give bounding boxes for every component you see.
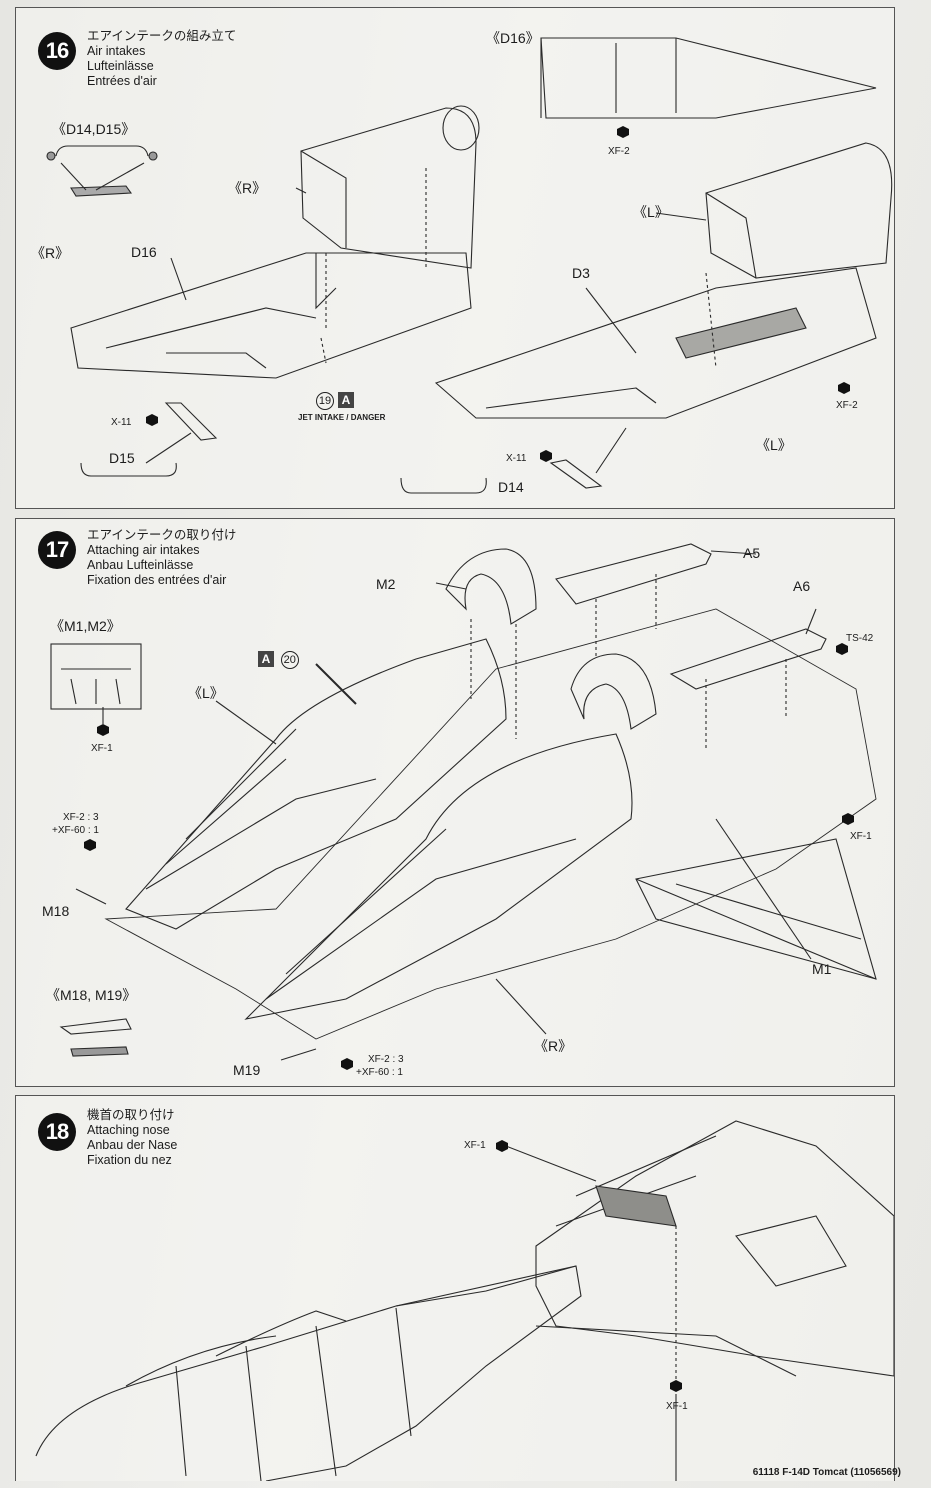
label-m1-m2: 《M1,M2》 <box>50 618 121 634</box>
step-16-panel: 16 エアインテークの組み立て Air intakes Lufteinlässe… <box>15 7 895 509</box>
step-16-number: 16 <box>38 32 76 70</box>
paint-marker-icon <box>836 643 848 655</box>
label-mix-a1: XF-2 : 3 <box>63 812 99 823</box>
step-17-number: 17 <box>38 531 76 569</box>
label-xf1-b: XF-1 <box>850 831 872 842</box>
label-d15: D15 <box>109 450 135 466</box>
label-mix-b2: +XF-60 : 1 <box>356 1067 403 1078</box>
label-d14-d15: 《D14,D15》 <box>52 121 136 137</box>
label-l: 《L》 <box>188 685 224 701</box>
step-18-panel: 18 機首の取り付け Attaching nose Anbau der Nase… <box>15 1095 895 1481</box>
label-x11-b: X-11 <box>506 453 527 464</box>
paint-marker-icon <box>540 450 552 462</box>
label-xf2-a: XF-2 <box>608 146 630 157</box>
label-x11-a: X-11 <box>111 417 132 428</box>
paint-marker-icon <box>617 126 629 138</box>
step-18-title-fr: Fixation du nez <box>87 1153 172 1167</box>
step-18-title-en: Attaching nose <box>87 1123 170 1137</box>
step-16-title-de: Lufteinlässe <box>87 59 154 73</box>
label-r: 《R》 <box>534 1038 573 1054</box>
label-m18-m19: 《M18, M19》 <box>46 987 137 1003</box>
paint-marker-icon <box>146 414 158 426</box>
label-xf1-bottom: XF-1 <box>666 1401 688 1412</box>
label-d14: D14 <box>498 479 524 495</box>
ref-number-20: 20 <box>280 651 299 669</box>
step-17-title-de: Anbau Lufteinlässe <box>87 558 194 572</box>
label-m1: M1 <box>812 961 832 977</box>
step-17-title-ja: エアインテークの取り付け <box>87 528 237 542</box>
label-mix-a2: +XF-60 : 1 <box>52 825 99 836</box>
paint-marker-icon <box>496 1140 508 1152</box>
label-r-intake: 《R》 <box>228 180 267 196</box>
step-16-drawing <box>46 37 893 494</box>
step-18-drawing <box>35 1120 894 1481</box>
label-m18: M18 <box>42 903 70 919</box>
step-18-title-de: Anbau der Nase <box>87 1138 178 1152</box>
step-16-title-en: Air intakes <box>87 44 146 58</box>
step-16-title-ja: エアインテークの組み立て <box>87 29 237 43</box>
label-d3: D3 <box>572 265 590 281</box>
label-m19: M19 <box>233 1062 261 1078</box>
label-d16-top: 《D16》 <box>486 30 540 46</box>
label-l-side: 《L》 <box>756 437 792 453</box>
label-xf1-a: XF-1 <box>91 743 113 754</box>
step-16-title-fr: Entrées d'air <box>87 74 157 88</box>
label-xf2-b: XF-2 <box>836 400 858 411</box>
label-l-intake: 《L》 <box>633 204 669 220</box>
paint-marker-icon <box>670 1380 682 1392</box>
ref-sheet-a: A <box>258 651 274 667</box>
step-17-drawing <box>50 543 877 1061</box>
paint-marker-icon <box>84 839 96 851</box>
step-17-panel: 17 エアインテークの取り付け Attaching air intakes An… <box>15 518 895 1087</box>
paint-marker-icon <box>97 724 109 736</box>
decal-jet-intake: JET INTAKE / DANGER <box>298 413 386 422</box>
step-16-titles: エアインテークの組み立て Air intakes Lufteinlässe En… <box>87 29 236 89</box>
label-mix-b1: XF-2 : 3 <box>368 1054 404 1065</box>
label-d16: D16 <box>131 244 157 260</box>
ref-number-19: 19 <box>316 392 334 410</box>
ref-20: A 20 <box>258 651 303 669</box>
step-18-titles: 機首の取り付け Attaching nose Anbau der Nase Fi… <box>87 1108 177 1168</box>
label-xf1-top: XF-1 <box>464 1140 486 1151</box>
paint-marker-icon <box>842 813 854 825</box>
page-footer: 61118 F-14D Tomcat (11056569) <box>752 1467 901 1478</box>
label-a6: A6 <box>793 578 811 594</box>
step-18-number: 18 <box>38 1113 76 1151</box>
label-r-side: 《R》 <box>31 245 70 261</box>
step-17-title-fr: Fixation des entrées d'air <box>87 573 227 587</box>
step-17-titles: エアインテークの取り付け Attaching air intakes Anbau… <box>87 528 236 588</box>
ref-sheet-a: A <box>338 392 354 408</box>
label-ts42: TS-42 <box>846 633 874 644</box>
label-a5: A5 <box>743 545 761 561</box>
paint-marker-icon <box>341 1058 353 1070</box>
label-m2: M2 <box>376 576 396 592</box>
step-18-title-ja: 機首の取り付け <box>87 1108 175 1122</box>
paint-marker-icon <box>838 382 850 394</box>
step-17-title-en: Attaching air intakes <box>87 543 200 557</box>
